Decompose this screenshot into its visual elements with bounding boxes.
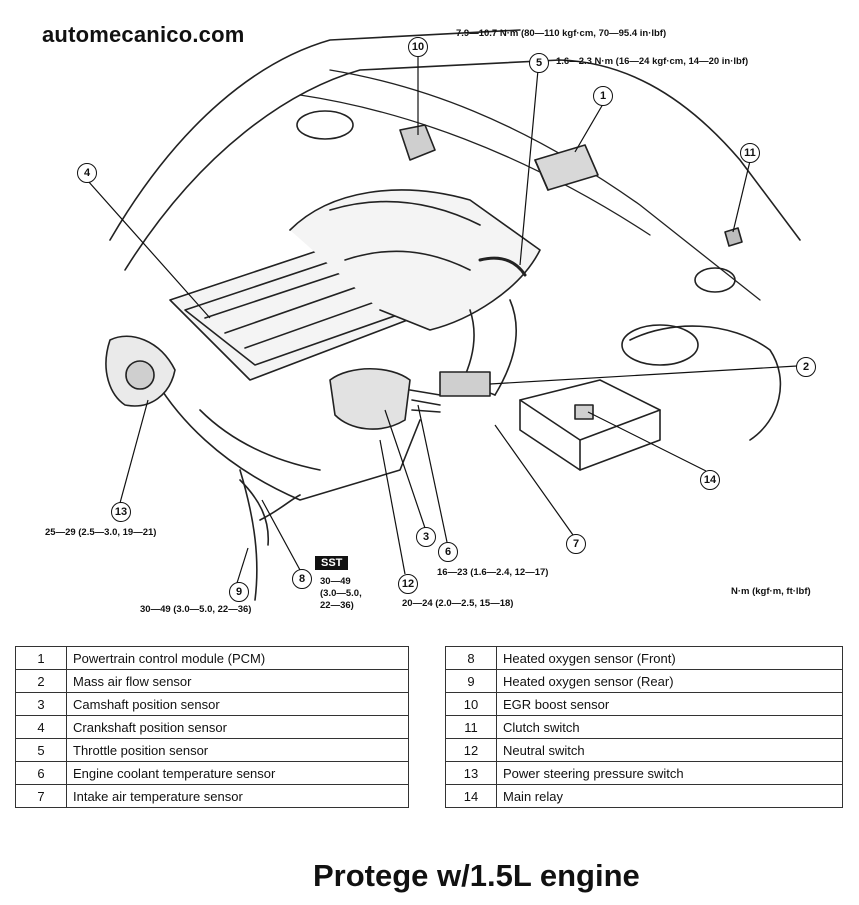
legend-number: 13 — [445, 761, 497, 785]
engine-compartment-illustration — [87, 29, 801, 601]
callout-8-badge: 8 — [292, 569, 312, 589]
callout-3-badge: 3 — [416, 527, 436, 547]
callout-6-badge: 6 — [438, 542, 458, 562]
legend-number: 3 — [15, 692, 67, 716]
torque-label-neutral-switch: 20—24 (2.0—2.5, 15—18) — [402, 598, 514, 609]
legend-number: 10 — [445, 692, 497, 716]
legend-component-name: Crankshaft position sensor — [66, 715, 409, 739]
callout-14-badge: 14 — [700, 470, 720, 490]
legend-component-name: Clutch switch — [496, 715, 843, 739]
legend-component-name: EGR boost sensor — [496, 692, 843, 716]
torque-label-throttle-position-sensor: 1.6—2.3 N·m (16—24 kgf·cm, 14—20 in·lbf) — [556, 56, 749, 67]
legend-component-name: Heated oxygen sensor (Front) — [496, 646, 843, 670]
legend-number: 11 — [445, 715, 497, 739]
callout-1-badge: 1 — [593, 86, 613, 106]
torque-label-front-oxygen-sensor: 30—49 (3.0—5.0, 22—36) — [320, 576, 362, 611]
legend-number: 14 — [445, 784, 497, 808]
torque-label-rear-oxygen-sensor: 30—49 (3.0—5.0, 22—36) — [140, 604, 252, 615]
legend-number: 5 — [15, 738, 67, 762]
legend-number: 6 — [15, 761, 67, 785]
legend-component-name: Heated oxygen sensor (Rear) — [496, 669, 843, 693]
legend-component-name: Power steering pressure switch — [496, 761, 843, 785]
legend-number: 9 — [445, 669, 497, 693]
legend-component-name: Throttle position sensor — [66, 738, 409, 762]
legend-component-name: Intake air temperature sensor — [66, 784, 409, 808]
model-caption: Protege w/1.5L engine — [313, 858, 640, 893]
legend-component-name: Mass air flow sensor — [66, 669, 409, 693]
legend-number: 8 — [445, 646, 497, 670]
callout-4-badge: 4 — [77, 163, 97, 183]
callout-10-badge: 10 — [408, 37, 428, 57]
legend-number: 1 — [15, 646, 67, 670]
torque-units-note: N·m (kgf·m, ft·lbf) — [731, 586, 811, 597]
legend-number: 2 — [15, 669, 67, 693]
sst-tag: SST — [315, 556, 349, 570]
legend-number: 7 — [15, 784, 67, 808]
callout-12-badge: 12 — [398, 574, 418, 594]
torque-label-coolant-temperature-sensor: 16—23 (1.6—2.4, 12—17) — [437, 567, 549, 578]
legend-component-name: Camshaft position sensor — [66, 692, 409, 716]
callout-11-badge: 11 — [740, 143, 760, 163]
site-brand: automecanico.com — [42, 22, 245, 47]
callout-13-badge: 13 — [111, 502, 131, 522]
legend-component-name: Neutral switch — [496, 738, 843, 762]
callout-2-badge: 2 — [796, 357, 816, 377]
legend-number: 12 — [445, 738, 497, 762]
legend-component-name: Engine coolant temperature sensor — [66, 761, 409, 785]
torque-label-egr-boost-sensor: 7.9—10.7 N·m (80—110 kgf·cm, 70—95.4 in·… — [456, 28, 667, 39]
torque-label-power-steering-switch: 25—29 (2.5—3.0, 19—21) — [45, 527, 157, 538]
callout-9-badge: 9 — [229, 582, 249, 602]
callout-7-badge: 7 — [566, 534, 586, 554]
legend-number: 4 — [15, 715, 67, 739]
callout-5-badge: 5 — [529, 53, 549, 73]
legend-component-name: Powertrain control module (PCM) — [66, 646, 409, 670]
legend-component-name: Main relay — [496, 784, 843, 808]
